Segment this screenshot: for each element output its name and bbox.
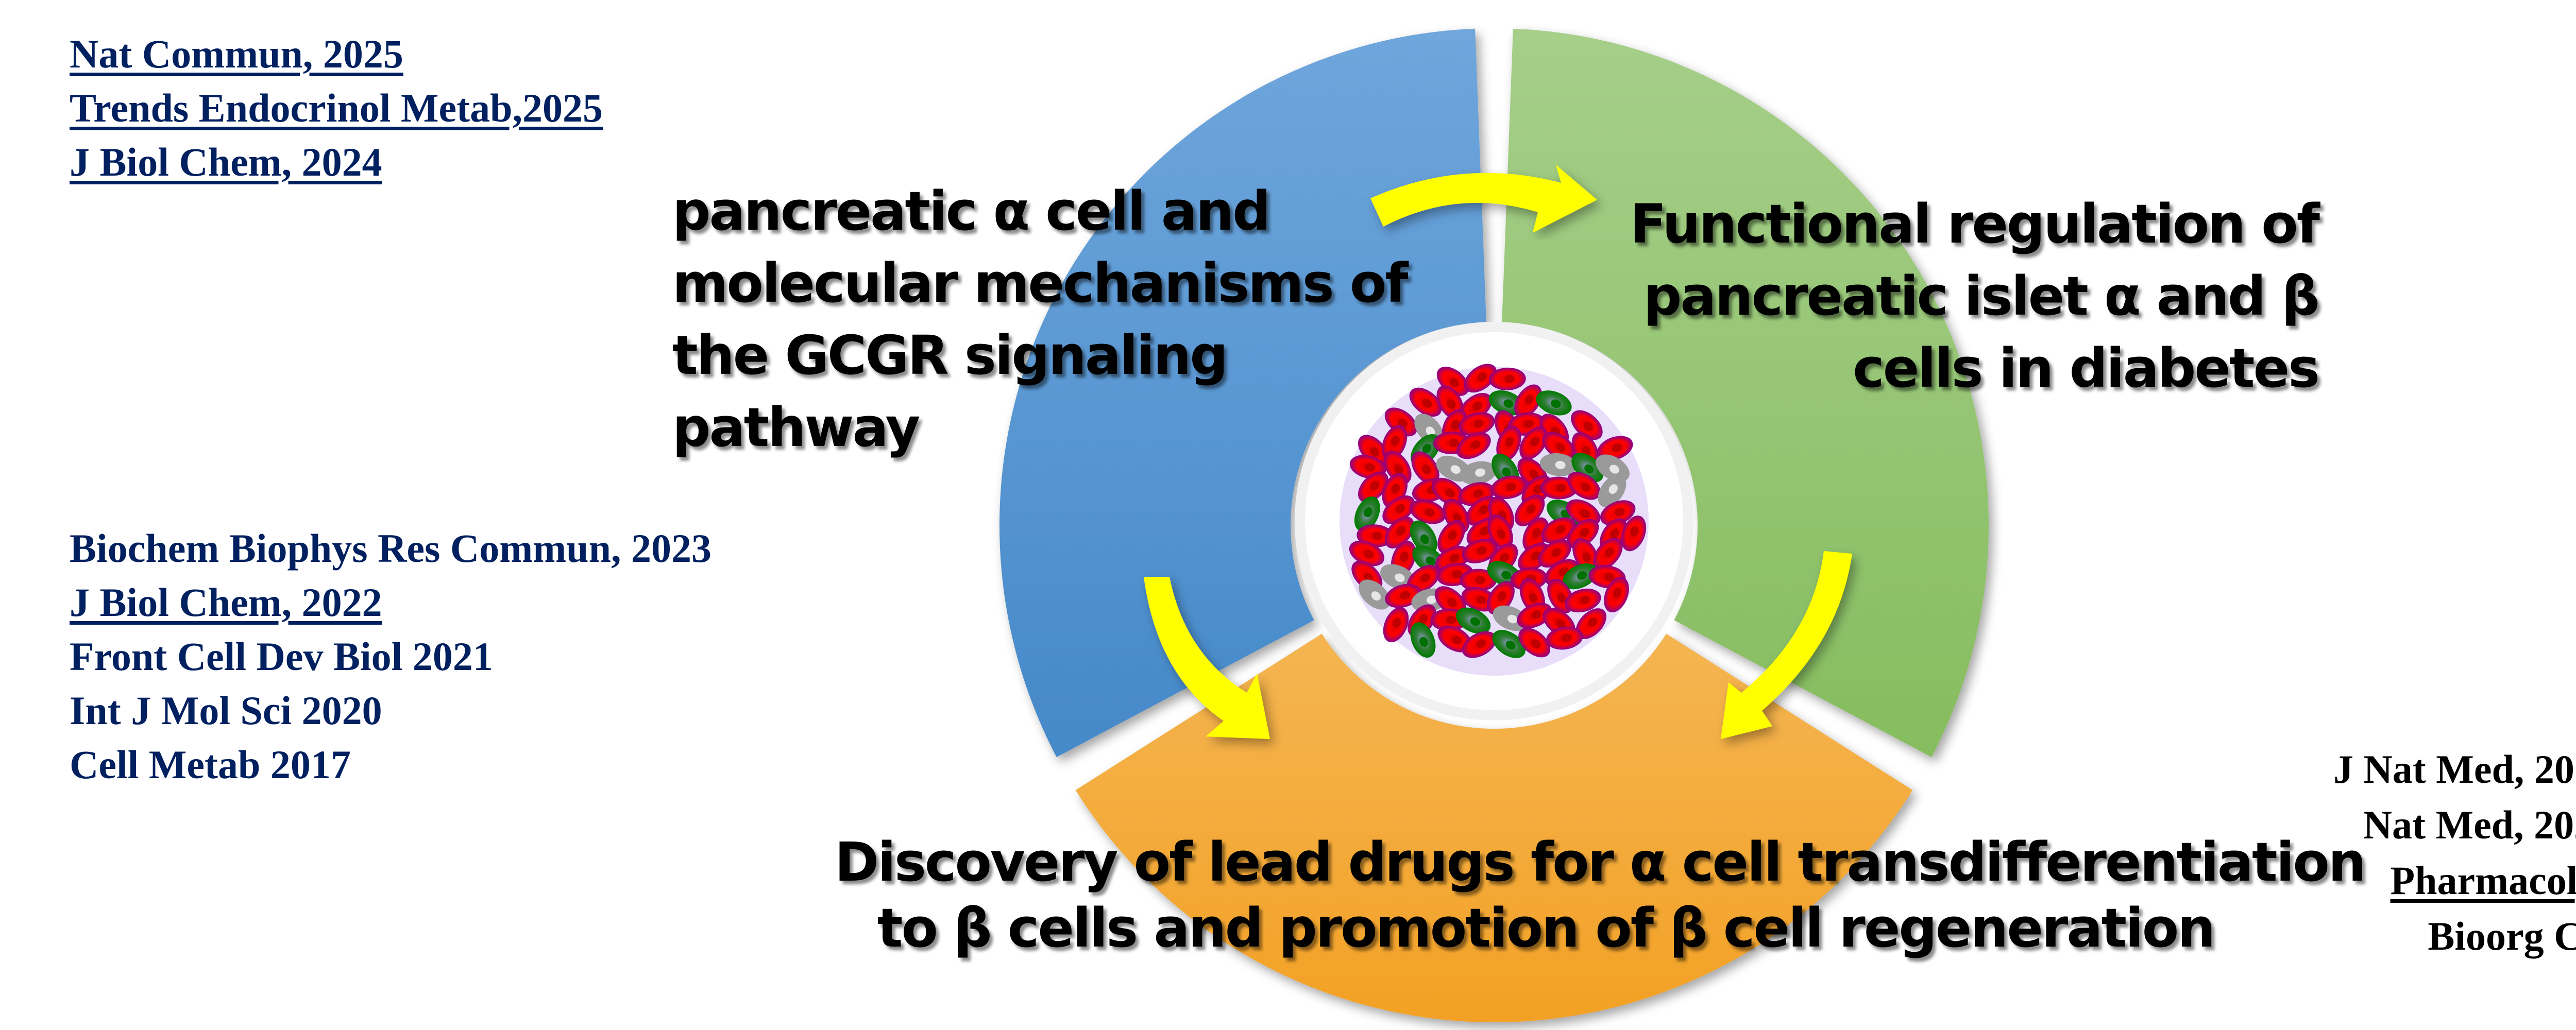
reference-item[interactable]: J Biol Chem, 2024: [70, 140, 382, 184]
beta-cell-icon: [1437, 520, 1465, 554]
beta-cell-icon: [1593, 538, 1623, 570]
reference-item: Cell Metab 2017: [70, 742, 351, 787]
segment-label-line: the GCGR signaling: [672, 324, 1228, 387]
beta-cell-icon: [1409, 387, 1442, 417]
segment-label-alpha-cell-gcgr: pancreatic α cell and molecular mechanis…: [672, 175, 1409, 464]
beta-cell-icon: [1349, 540, 1385, 566]
beta-cell-icon: [1410, 500, 1446, 524]
center-islet: [1295, 322, 1693, 720]
segment-label-line: pathway: [672, 396, 920, 459]
reference-item[interactable]: J Biol Chem, 2022: [70, 580, 382, 625]
segment-label-line: cells in diabetes: [1853, 337, 2320, 400]
segment-label-line: pancreatic islet α and β: [1643, 265, 2320, 328]
beta-cell-icon: [1604, 577, 1629, 613]
references-bottom-right: J Nat Med, 2026; Chin J Nat Med, 2025; J…: [2306, 742, 2576, 964]
beta-cell-icon: [1462, 539, 1498, 563]
beta-cell-icon: [1462, 631, 1497, 658]
reference-item[interactable]: Nat Commun, 2025: [70, 31, 403, 76]
reference-item: Front Cell Dev Biol 2021: [70, 634, 493, 679]
arrow-blue-to-green-icon: [1370, 165, 1597, 233]
beta-cell-icon: [1487, 514, 1513, 550]
segment-label-line: to β cells and promotion of β cell regen…: [877, 897, 2215, 959]
beta-cell-icon: [1541, 517, 1576, 544]
beta-cell-icon: [1600, 500, 1636, 526]
reference-text: J Nat Med, 2026; Chin J Nat Med, 2025; J…: [2333, 747, 2576, 847]
beta-cell-icon: [1542, 432, 1575, 461]
reference-link[interactable]: Br J Pharmacol, 2022: [2390, 858, 2576, 903]
beta-cell-icon: [1488, 367, 1526, 390]
alpha-cell-icon: [1410, 622, 1436, 658]
other-cell-icon: [1598, 474, 1626, 508]
reference-item: Biochem Biophys Res Commun, 2023: [70, 526, 711, 571]
reference-item: Int J Mol Sci 2020: [70, 688, 382, 733]
other-cell-icon: [1539, 453, 1577, 476]
beta-cell-icon: [1382, 425, 1408, 460]
alpha-cell-icon: [1410, 520, 1437, 555]
beta-cell-icon: [1434, 586, 1467, 616]
beta-cell-icon: [1456, 432, 1491, 459]
segment-label-functional-regulation: Functional regulation of pancreatic isle…: [1630, 188, 2320, 404]
alpha-cell-icon: [1492, 630, 1526, 658]
beta-cell-icon: [1411, 451, 1439, 485]
reference-text: ; Marine Drugs, 2022; Bioorg Chem, 2021;: [2428, 914, 2576, 958]
segment-green: [1502, 28, 1989, 758]
segment-label-line: Discovery of lead drugs for α cell trans…: [835, 831, 2366, 894]
beta-cell-icon: [1358, 471, 1388, 503]
beta-cell-icon: [1597, 436, 1633, 461]
segment-blue: [999, 28, 1486, 758]
arrow-green-to-orange-icon: [1721, 551, 1852, 739]
other-cell-icon: [1380, 564, 1416, 590]
beta-cell-icon: [1575, 608, 1607, 640]
reference-item[interactable]: Trends Endocrinol Metab,2025: [70, 85, 603, 130]
alpha-cell-icon: [1536, 390, 1572, 416]
beta-cell-icon: [1384, 516, 1415, 548]
beta-cell-icon: [1517, 603, 1552, 629]
beta-cell-icon: [1514, 384, 1542, 418]
beta-cell-icon: [1458, 412, 1495, 436]
arrow-blue-to-orange-icon: [1144, 577, 1270, 739]
beta-cell-icon: [1431, 477, 1465, 506]
beta-cell-icon: [1464, 364, 1497, 393]
beta-cell-icon: [1518, 628, 1551, 658]
segment-orange: [1075, 633, 1913, 1023]
segment-label-line: Functional regulation of: [1630, 193, 2320, 255]
alpha-cell-icon: [1456, 607, 1491, 634]
beta-cell-icon: [1383, 607, 1409, 643]
beta-cell-icon: [1621, 516, 1647, 552]
beta-cell-icon: [1490, 475, 1528, 499]
other-cell-icon: [1460, 461, 1497, 485]
beta-cell-icon: [1572, 538, 1599, 573]
beta-cell-icon: [1546, 626, 1583, 650]
beta-cell-icon: [1496, 425, 1521, 462]
alpha-cell-icon: [1354, 496, 1380, 532]
beta-cell-icon: [1564, 588, 1601, 613]
segment-label-line: pancreatic α cell and: [672, 180, 1271, 243]
islet-cells: [1349, 364, 1647, 658]
alpha-cell-icon: [1563, 563, 1598, 590]
beta-cell-icon: [1460, 569, 1497, 592]
other-cell-icon: [1359, 579, 1391, 610]
beta-cell-icon: [1567, 472, 1601, 500]
references-middle-left: Biochem Biophys Res Commun, 2023 J Biol C…: [70, 521, 711, 792]
segment-label-lead-drug-discovery: Discovery of lead drugs for α cell trans…: [835, 829, 2366, 961]
segment-label-line: molecular mechanisms of: [672, 252, 1409, 315]
beta-cell-icon: [1519, 426, 1548, 460]
